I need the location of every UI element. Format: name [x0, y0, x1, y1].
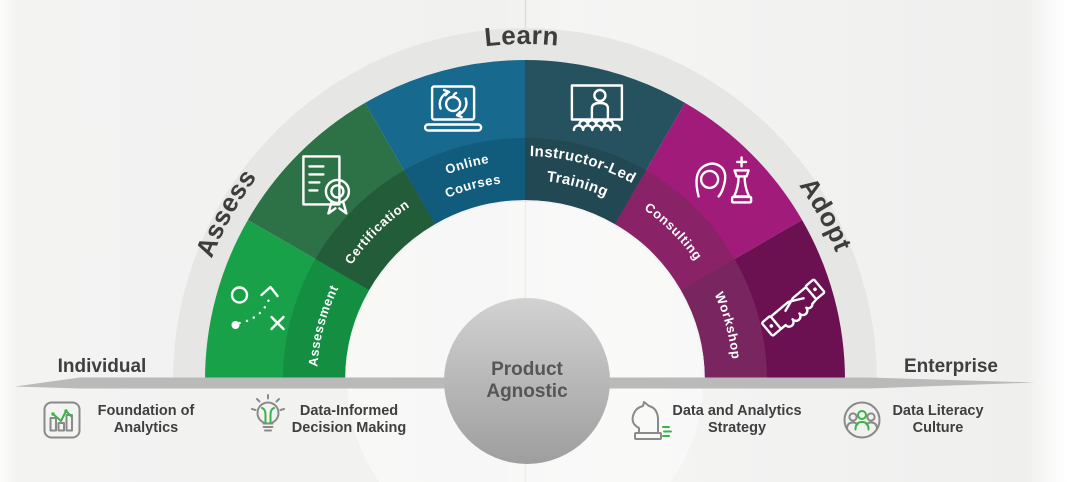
- chess-knight-icon: [631, 401, 672, 440]
- strategy-play-icon: [230, 285, 285, 331]
- center-label-line2: Agnostic: [486, 381, 568, 402]
- legend-label-line2: Analytics: [114, 420, 178, 436]
- legend-label-line1: Foundation of: [98, 403, 195, 419]
- legend-label-line2: Strategy: [708, 420, 766, 436]
- band-consulting: [615, 170, 735, 290]
- legend-item-data-and-analytics-strategy: Data and Analytics Strategy: [631, 401, 802, 440]
- axis-label-enterprise: Enterprise: [904, 356, 998, 377]
- legend-item-data-literacy-culture: Data Literacy Culture: [843, 401, 984, 439]
- bar-chart-icon: [43, 401, 81, 439]
- band-online-courses: [404, 138, 525, 225]
- band-certification: [315, 170, 435, 290]
- legend-label-line1: Data and Analytics: [672, 403, 801, 419]
- band-assessment: [283, 259, 370, 380]
- phase-label-learn: Learn: [483, 20, 560, 52]
- presenter-audience-icon: [570, 84, 624, 132]
- legend-item-foundation-of-analytics: Foundation of Analytics: [43, 401, 195, 439]
- lightbulb-icon: [251, 394, 285, 432]
- legend-label-line2: Decision Making: [292, 420, 406, 436]
- band-instructor-led-training: [525, 138, 646, 225]
- laptop-sync-icon: [423, 85, 483, 132]
- person-chess-icon: [695, 156, 753, 204]
- certificate-badge-icon: [302, 155, 351, 215]
- band-workshop: [680, 259, 767, 380]
- legend-item-data-informed-decision-making: Data-Informed Decision Making: [251, 394, 406, 436]
- legend-label-line1: Data-Informed: [300, 403, 398, 419]
- legend-label-line2: Culture: [913, 420, 964, 436]
- center-circle: [444, 298, 610, 464]
- handshake-icon: [761, 278, 826, 337]
- axis-label-individual: Individual: [58, 356, 147, 377]
- people-group-icon: [843, 401, 881, 439]
- center-label-line1: Product: [491, 359, 563, 380]
- legend-label-line1: Data Literacy: [892, 403, 983, 419]
